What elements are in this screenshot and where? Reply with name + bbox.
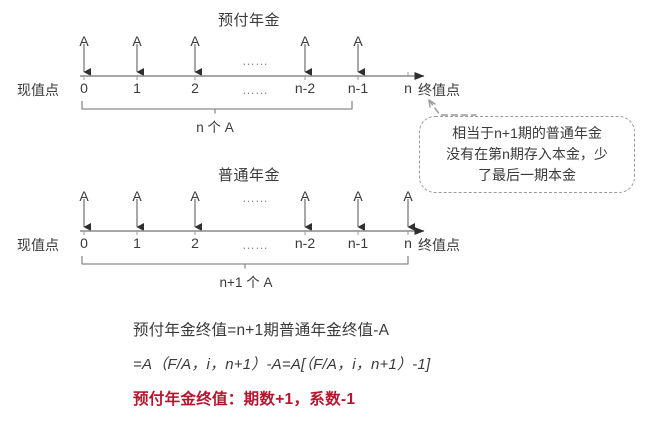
timeline-2-a-label-3: A: [300, 188, 310, 204]
timeline-2-brace: [81, 256, 409, 269]
timeline-2-tick-4: n-2: [294, 235, 316, 251]
timeline-1-tick-2: 2: [191, 80, 199, 96]
timeline-2-a-label-4: A: [353, 188, 363, 204]
timeline-1-a-label-1: A: [132, 33, 142, 49]
formula-line-1: 预付年金终值=n+1期普通年金终值-A: [133, 322, 390, 339]
callout-box: 相当于n+1期的普通年金 没有在第n期存入本金，少 了最后一期本金: [419, 116, 635, 193]
timeline-2-title: 普通年金: [218, 167, 281, 184]
timeline-1-future-value-label: 终值点: [418, 82, 460, 98]
timeline-1-title: 预付年金: [218, 12, 281, 29]
timeline-2-a-label-1: A: [132, 188, 142, 204]
timeline-2-future-value-label: 终值点: [418, 237, 460, 253]
timeline-1-tick-3-ellipsis: ……: [242, 82, 268, 97]
callout-leader-line: [428, 99, 477, 116]
timeline-2-tick-3-ellipsis: ……: [242, 237, 268, 252]
timeline-2-a-label-0: A: [79, 188, 89, 204]
timeline-1-tick-1: 1: [133, 80, 141, 96]
timeline-1-present-value-label: 现值点: [17, 82, 59, 98]
timeline-2-tick-5: n-1: [347, 235, 369, 251]
timeline-1-brace-label: n 个 A: [196, 120, 234, 135]
timeline-1-a-label-2: A: [190, 33, 200, 49]
timeline-2-tick-2: 2: [191, 235, 199, 251]
timeline-2-upper-ellipsis: ……: [242, 190, 268, 205]
timeline-2-tick-1: 1: [133, 235, 141, 251]
timeline-2-a-label-5: A: [403, 188, 413, 204]
timeline-1-tick-4: n-2: [294, 80, 316, 96]
timeline-1-upper-ellipsis: ……: [242, 53, 268, 68]
timeline-1-arrows-axis: [80, 44, 425, 80]
timeline-1-a-label-0: A: [79, 33, 89, 49]
timeline-2-arrows-axis: [80, 199, 425, 235]
callout-line-0: 相当于n+1期的普通年金: [452, 125, 602, 141]
timeline-2-present-value-label: 现值点: [17, 237, 59, 253]
timeline-1-tick-5: n-1: [347, 80, 369, 96]
timeline-1-tick-6: n: [404, 80, 412, 96]
formula-line-2: =A（F/A，i，n+1）-A=A[（F/A，i，n+1）-1]: [133, 356, 431, 373]
timeline-1-a-label-4: A: [353, 33, 363, 49]
callout-line-2: 了最后一期本金: [477, 167, 576, 183]
timeline-2-tick-6: n: [404, 235, 412, 251]
timeline-1-tick-0: 0: [80, 80, 88, 96]
formula-conclusion: 预付年金终值：期数+1，系数-1: [133, 391, 356, 408]
timeline-2-brace-label: n+1 个 A: [219, 275, 273, 290]
timeline-2-tick-0: 0: [80, 235, 88, 251]
timeline-1-brace: [81, 101, 353, 114]
callout-line-1: 没有在第n期存入本金，少: [446, 146, 608, 162]
timeline-2-a-label-2: A: [190, 188, 200, 204]
timeline-1-a-label-3: A: [300, 33, 310, 49]
